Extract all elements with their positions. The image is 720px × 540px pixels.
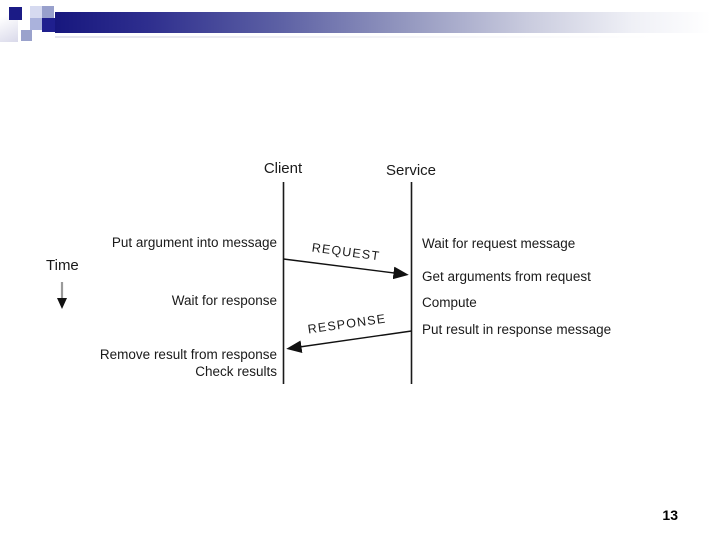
header-square-navy [9, 7, 22, 20]
client-step-wait-for-response: Wait for response [171, 293, 277, 308]
service-step-put-result: Put result in response message [422, 322, 612, 337]
time-axis-label: Time [46, 257, 79, 274]
header-square-medium [42, 6, 54, 18]
client-step-put-argument: Put argument into message [111, 235, 277, 250]
service-step-get-arguments: Get arguments from request [422, 269, 591, 284]
header-square-navy-2 [42, 18, 56, 32]
request-arrow [283, 258, 409, 280]
header-square-light [30, 6, 42, 18]
page-number: 13 [662, 507, 678, 523]
header-square-medium-3 [21, 30, 32, 41]
header-square-medium-2 [30, 18, 42, 30]
client-step-check-results: Check results [195, 364, 277, 379]
response-arrow [286, 330, 412, 353]
service-step-wait-for-request: Wait for request message [422, 236, 576, 251]
client-step-remove-result: Remove result from response [99, 347, 277, 362]
header-bar-shadow [55, 36, 655, 38]
lifeline-label-client: Client [263, 160, 303, 177]
time-arrow-head [57, 298, 67, 309]
header-title-bar [55, 12, 711, 33]
lifeline-label-service: Service [385, 162, 437, 179]
service-step-compute: Compute [422, 295, 477, 310]
